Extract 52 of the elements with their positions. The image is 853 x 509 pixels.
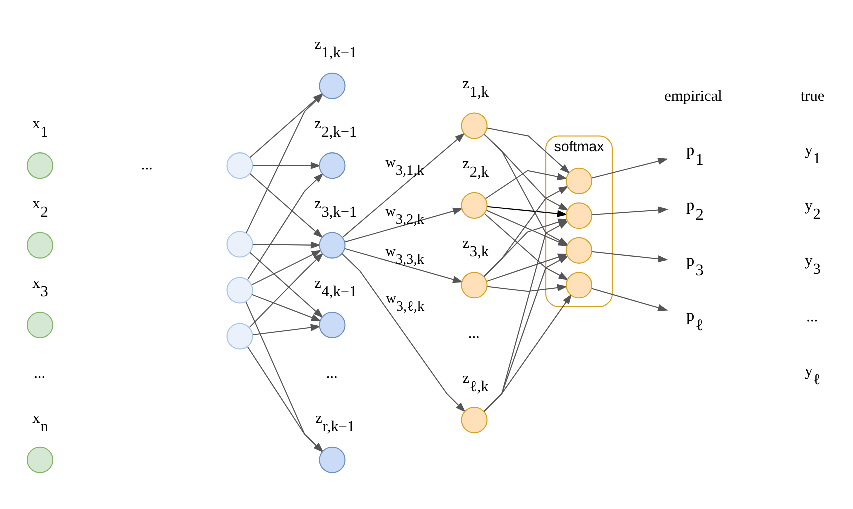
label: ... <box>806 308 818 326</box>
node-circle <box>461 272 488 298</box>
arrow <box>342 132 466 238</box>
arrow <box>252 324 322 336</box>
arrow <box>247 172 324 280</box>
arrow <box>592 288 668 311</box>
node-circle <box>566 236 593 264</box>
node-circle <box>26 232 54 258</box>
node-circle <box>319 232 346 258</box>
arrow <box>252 250 322 286</box>
node-circle <box>26 446 54 473</box>
arrow <box>485 170 568 199</box>
node-circle <box>319 311 346 338</box>
label: ... <box>141 156 153 173</box>
arrow <box>484 255 570 412</box>
node-circle <box>226 152 254 179</box>
node-circle <box>319 72 346 99</box>
node-circle <box>226 276 254 304</box>
label: ... <box>468 324 480 342</box>
node-circle <box>461 112 488 139</box>
node-circle <box>26 311 54 338</box>
arrow <box>342 253 466 412</box>
label: ... <box>326 364 338 382</box>
arrow <box>252 162 322 169</box>
arrow <box>344 248 464 283</box>
node-circle <box>461 192 488 218</box>
arrow <box>344 207 464 242</box>
node-circle <box>566 202 593 229</box>
arrow <box>487 206 568 217</box>
node-circle <box>226 322 254 350</box>
arrow <box>487 127 570 174</box>
arrow <box>592 157 668 178</box>
node-circle <box>566 167 593 194</box>
label: empirical <box>664 87 722 104</box>
node-circle <box>566 272 593 298</box>
arrow <box>484 294 572 412</box>
arrow <box>592 206 669 216</box>
arrow <box>246 301 324 452</box>
label: ... <box>34 364 46 382</box>
cluster: softmax <box>546 135 613 307</box>
node-circle <box>461 406 488 434</box>
arrow <box>252 241 322 248</box>
arrow <box>250 172 324 238</box>
arrow <box>252 294 322 322</box>
node-circle <box>319 446 346 473</box>
label: true <box>800 87 825 104</box>
arrow <box>247 346 324 452</box>
node-circle <box>26 152 54 179</box>
arrow <box>487 284 568 292</box>
node-circle <box>226 230 254 258</box>
arrow <box>592 250 668 262</box>
node-circle <box>319 152 346 179</box>
